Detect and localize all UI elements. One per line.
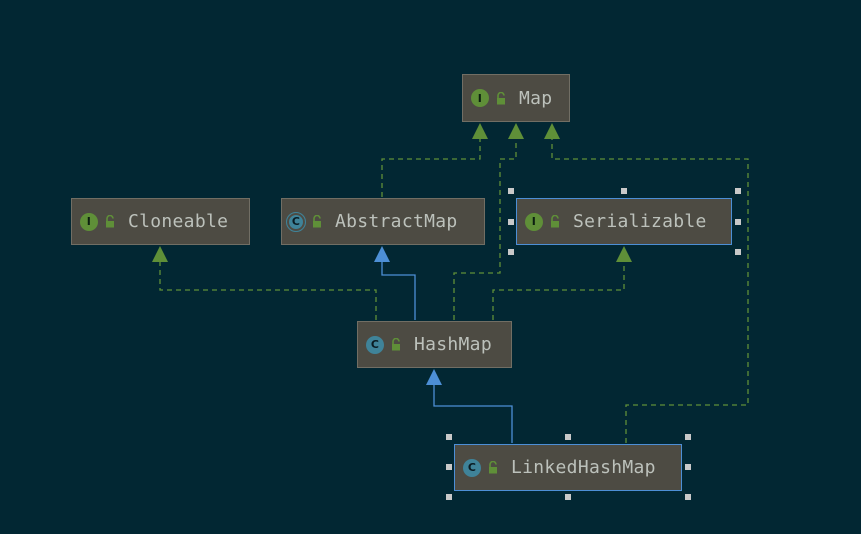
node-label: AbstractMap <box>335 211 458 232</box>
edge-hashmap-to-serializable <box>492 262 625 320</box>
abstract-class-icon: C <box>286 211 306 232</box>
node-label: Cloneable <box>128 211 229 232</box>
node-serializable[interactable]: I Serializable <box>516 198 732 245</box>
unlocked-padlock-icon <box>392 338 400 351</box>
node-cloneable[interactable]: I Cloneable <box>71 198 250 245</box>
edge-hashmap-to-map <box>453 138 517 320</box>
class-icon: C <box>463 458 481 477</box>
resize-handle[interactable] <box>735 249 741 255</box>
interface-icon: I <box>80 212 98 231</box>
arrowhead-map-2 <box>508 123 524 139</box>
node-label: Map <box>519 87 553 109</box>
edge-hashmap-to-cloneable <box>159 262 377 320</box>
node-linkedhashmap[interactable]: C LinkedHashMap <box>454 444 682 491</box>
class-icon: C <box>366 335 384 354</box>
resize-handle[interactable] <box>685 464 691 470</box>
resize-handle[interactable] <box>565 434 571 440</box>
edge-linkedhashmap-to-map <box>551 138 749 443</box>
unlocked-padlock-icon <box>551 215 559 228</box>
resize-handle[interactable] <box>565 494 571 500</box>
interface-icon: I <box>471 89 489 107</box>
resize-handle[interactable] <box>508 219 514 225</box>
arrowhead-hashmap <box>426 369 442 385</box>
arrowhead-map-1 <box>472 123 488 139</box>
resize-handle[interactable] <box>508 188 514 194</box>
edge-hashmap-to-abstractmap <box>381 262 416 320</box>
resize-handle[interactable] <box>446 434 452 440</box>
arrowhead-map-3 <box>544 123 560 139</box>
unlocked-padlock-icon <box>497 91 505 104</box>
node-label: HashMap <box>414 334 492 355</box>
resize-handle[interactable] <box>685 494 691 500</box>
node-abstractmap[interactable]: C AbstractMap <box>281 198 485 245</box>
arrowhead-cloneable <box>152 246 168 262</box>
resize-handle[interactable] <box>685 434 691 440</box>
arrowhead-abstractmap <box>374 246 390 262</box>
unlocked-padlock-icon <box>489 461 497 474</box>
resize-handle[interactable] <box>621 188 627 194</box>
node-map[interactable]: I Map <box>462 74 570 122</box>
edge-linkedhashmap-to-hashmap <box>433 385 513 443</box>
arrowhead-serializable <box>616 246 632 262</box>
node-label: LinkedHashMap <box>511 457 656 478</box>
unlocked-padlock-icon <box>106 215 114 228</box>
resize-handle[interactable] <box>446 464 452 470</box>
resize-handle[interactable] <box>446 494 452 500</box>
resize-handle[interactable] <box>735 188 741 194</box>
resize-handle[interactable] <box>735 219 741 225</box>
edge-abstractmap-to-map <box>381 138 481 197</box>
resize-handle[interactable] <box>508 249 514 255</box>
node-hashmap[interactable]: C HashMap <box>357 321 512 368</box>
interface-icon: I <box>525 212 543 231</box>
node-label: Serializable <box>573 211 707 232</box>
unlocked-padlock-icon <box>313 215 321 228</box>
